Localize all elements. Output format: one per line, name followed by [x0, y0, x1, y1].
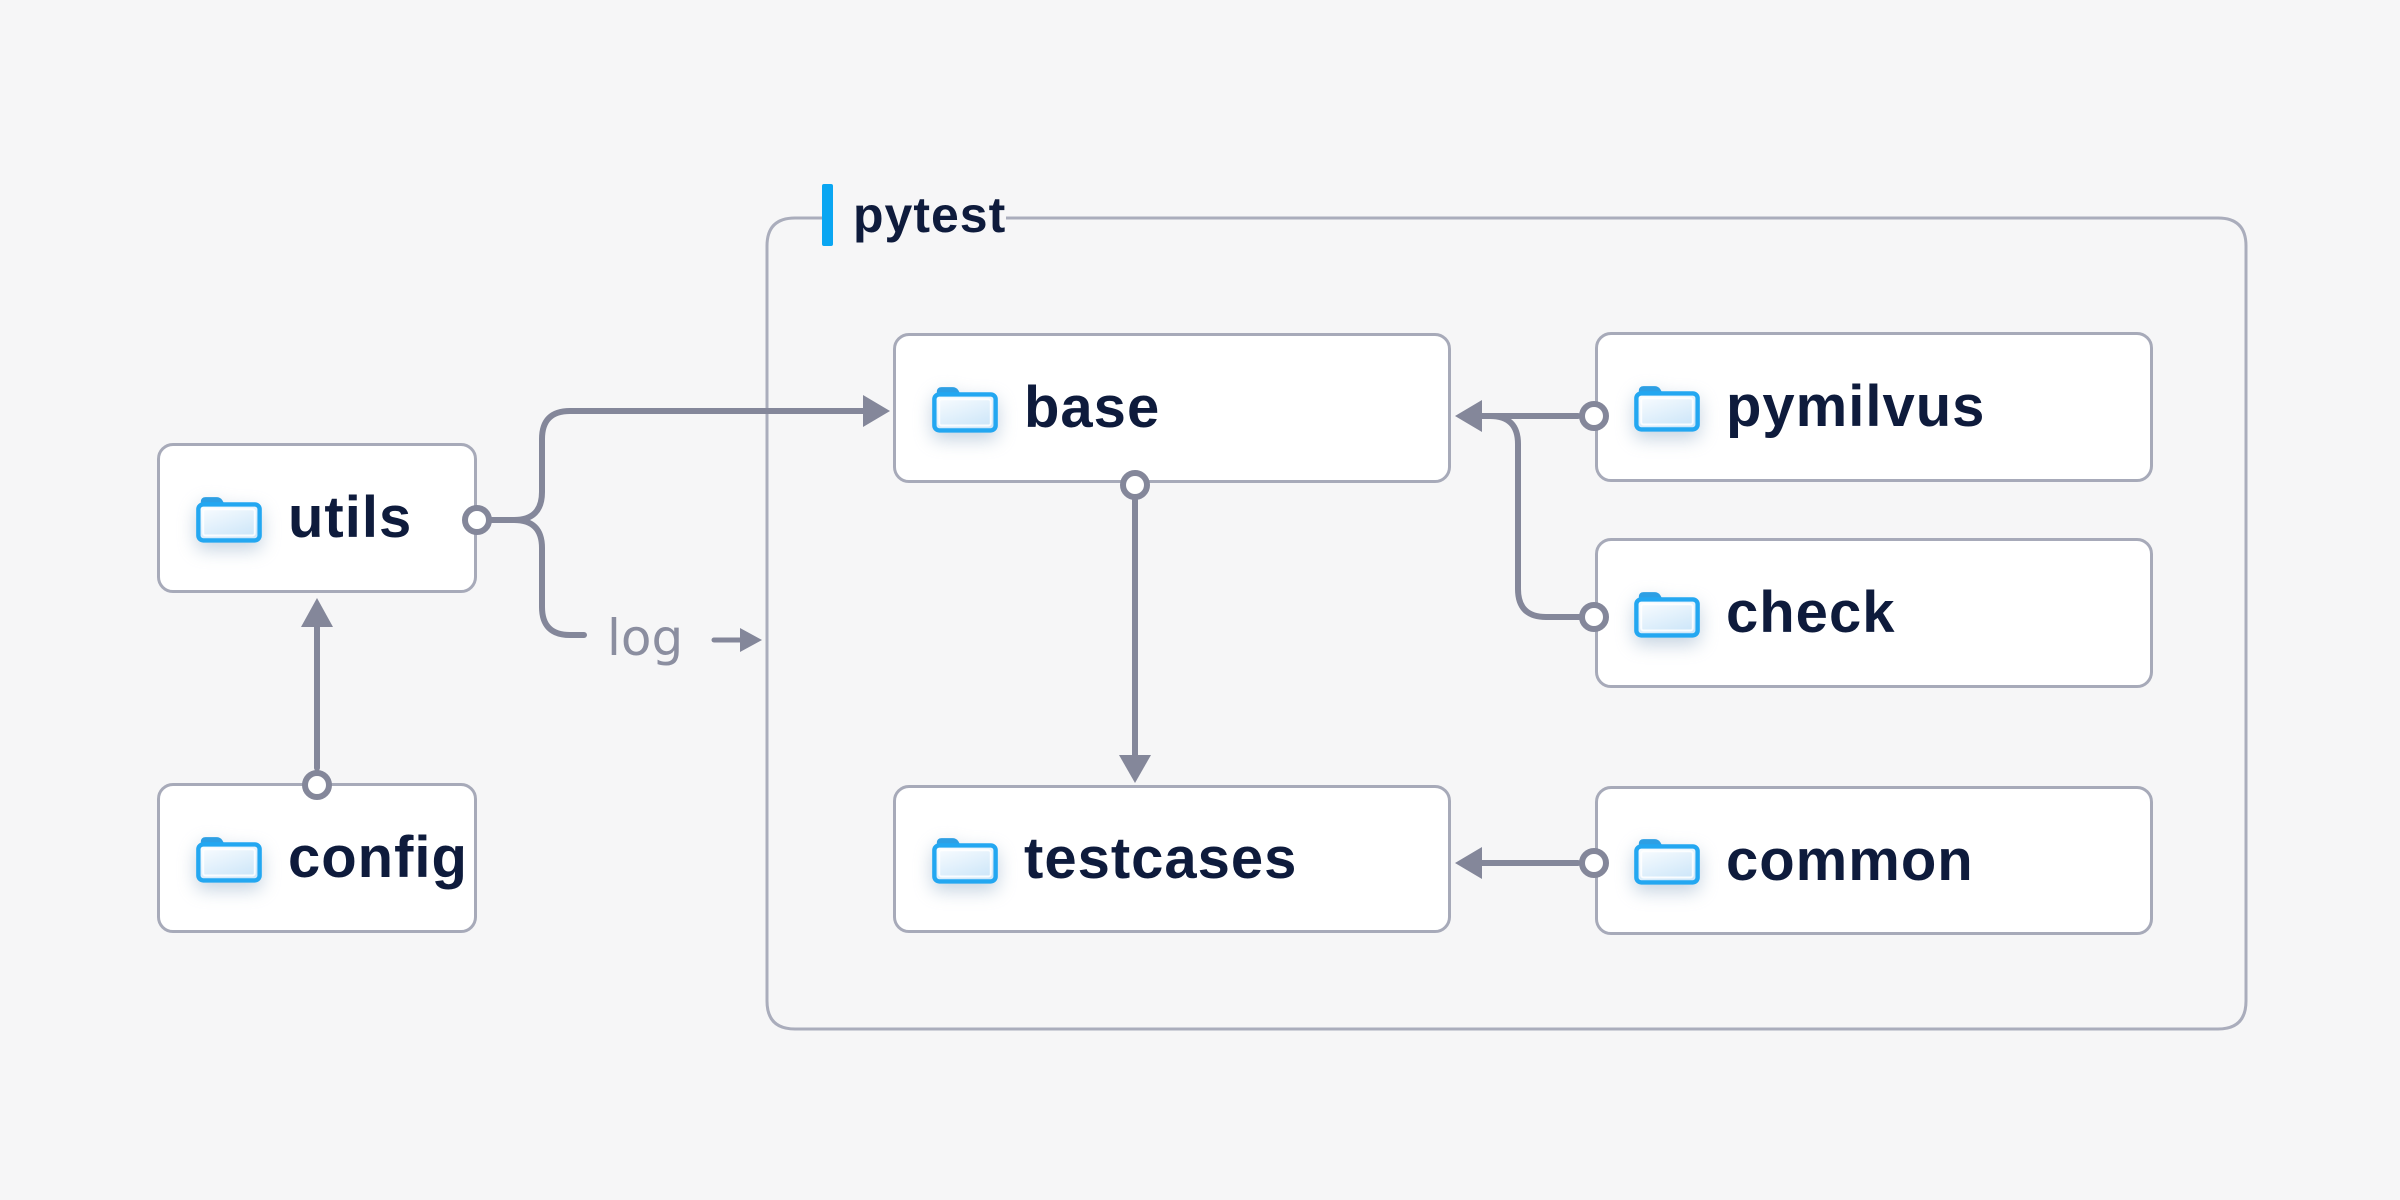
node-config: config	[157, 783, 477, 933]
node-check-label: check	[1726, 580, 1896, 645]
node-check: check	[1595, 538, 2153, 688]
node-utils: utils	[157, 443, 477, 593]
node-common: common	[1595, 786, 2153, 935]
node-base: base	[893, 333, 1451, 483]
folder-icon	[930, 382, 1000, 435]
log-edge-label: log	[607, 609, 684, 667]
node-common-label: common	[1726, 827, 1974, 893]
pytest-group-border	[765, 216, 2248, 1031]
node-testcases-label: testcases	[1024, 826, 1298, 891]
node-utils-label: utils	[288, 485, 413, 550]
node-base-label: base	[1024, 375, 1161, 440]
folder-icon	[194, 492, 264, 545]
node-pymilvus: pymilvus	[1595, 332, 2153, 482]
node-config-label: config	[288, 825, 468, 890]
folder-icon	[1632, 587, 1702, 640]
folder-icon	[930, 833, 1000, 886]
pytest-group-label-text: pytest	[853, 187, 1007, 243]
folder-icon	[1632, 834, 1702, 887]
node-pymilvus-label: pymilvus	[1726, 374, 1986, 439]
accent-bar	[822, 184, 833, 246]
folder-icon	[194, 832, 264, 885]
node-testcases: testcases	[893, 785, 1451, 933]
pytest-group-label: pytest	[822, 184, 1006, 246]
folder-icon	[1632, 381, 1702, 434]
